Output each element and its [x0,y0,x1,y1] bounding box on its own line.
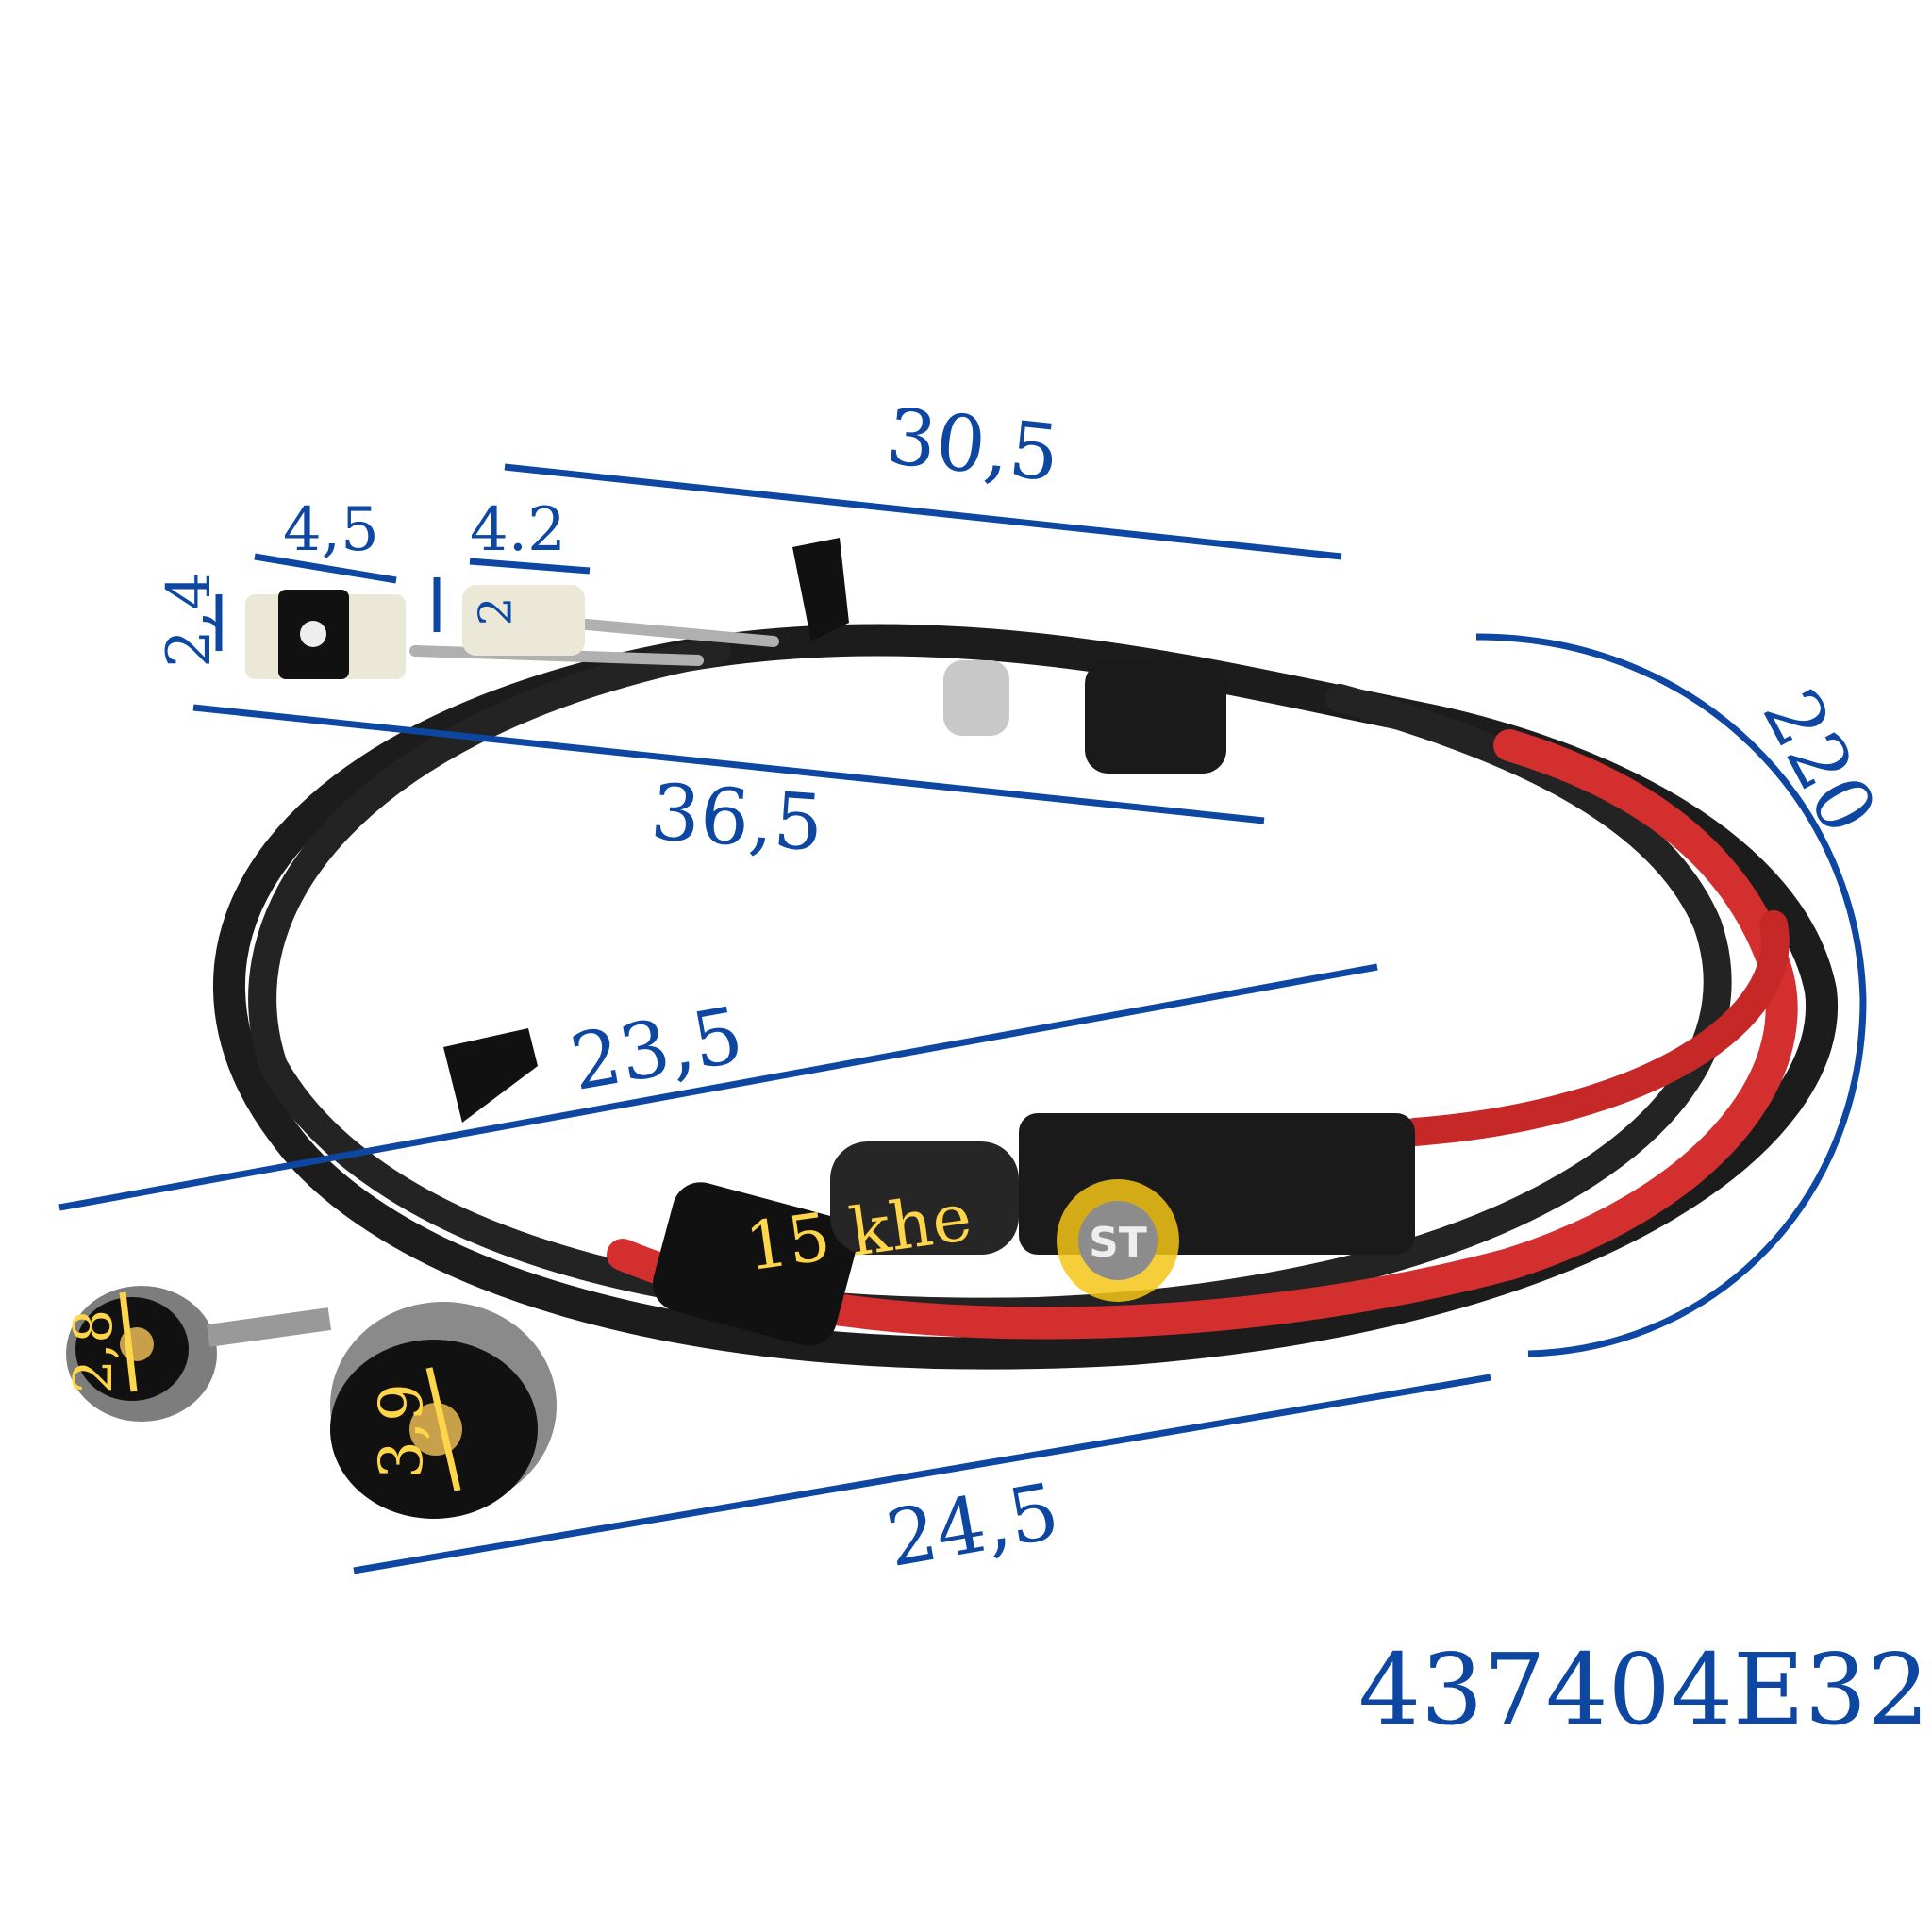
ball-joints [66,1286,557,1519]
dim-top-length: 30,5 [882,391,1064,500]
dim-end-width-right: 4.2 [470,495,566,565]
dim-eye-left: 2,8 [63,1308,125,1394]
eye-diameter-lines [119,1291,461,1491]
svg-text:ST: ST [1089,1219,1147,1267]
dimension-lines [58,463,1867,1574]
dim-end-height-left: 2,4 [154,572,225,668]
dim-eye-right: 3,9 [366,1383,437,1479]
dim-end-width-left: 4,5 [283,495,379,565]
cables [212,617,1839,1370]
st-logo: ST [1057,1179,1179,1302]
part-number: 437404E320 [1358,1632,1932,1747]
fittings [245,538,1415,1346]
dim-end-height-right: 2 [469,596,523,626]
dim-cable-upper: 36,5 [647,767,826,870]
